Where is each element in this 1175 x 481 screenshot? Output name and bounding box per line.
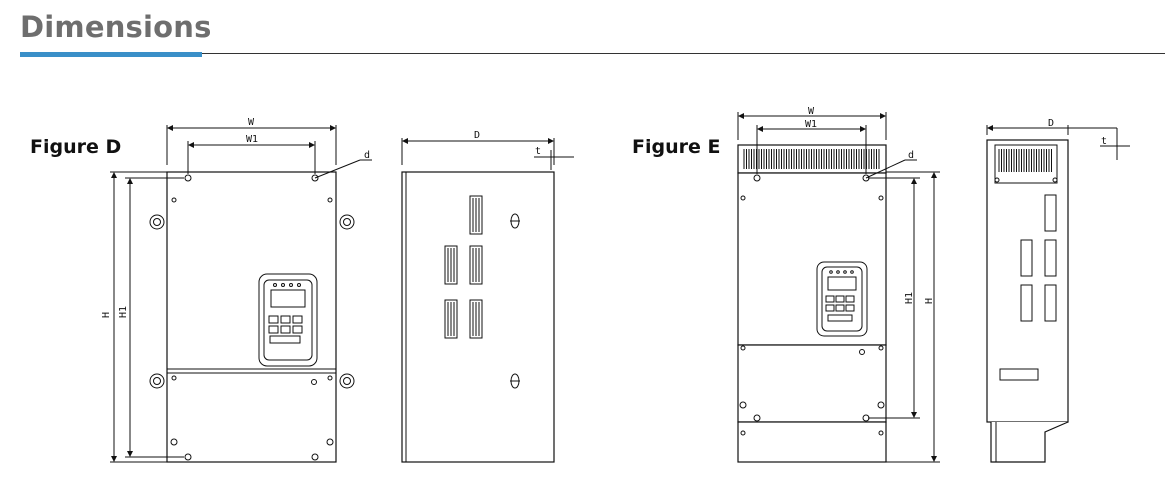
- figure-e-dim-w1: W1: [805, 119, 817, 130]
- figure-e-enclosure: [737, 172, 887, 346]
- keypad-icon: [258, 273, 318, 367]
- figure-e-label: Figure E: [632, 136, 721, 158]
- screw-icon: [739, 174, 885, 436]
- figure-e-side-view: D t: [986, 118, 1130, 463]
- figure-d-dim-h: H: [101, 312, 112, 318]
- label-plate: [999, 368, 1039, 381]
- keypad-icon: [816, 261, 868, 337]
- figure-d-dim-w: W: [248, 117, 255, 128]
- figure-d-dim-w1: W1: [246, 134, 258, 145]
- handle-icon: [510, 213, 520, 389]
- screw-icon: [170, 174, 334, 461]
- figure-d-dim-h1: H1: [118, 306, 129, 318]
- figure-e-dim-d: d: [908, 150, 914, 161]
- figure-d-dim-d: d: [364, 150, 370, 161]
- heatsink-fins-icon: [998, 149, 1052, 172]
- vent-icon: [1020, 194, 1057, 322]
- figure-d-enclosure: [166, 171, 337, 463]
- figure-d-front-view: W W1 d H H1: [101, 117, 372, 463]
- figure-e-front-view: W W1 d H1 H: [737, 106, 940, 463]
- figure-d-dim-t: t: [535, 146, 541, 157]
- figure-d-side-view: D t: [401, 130, 574, 463]
- heatsink-fins-icon: [743, 149, 880, 169]
- lifting-eye-icon: [149, 214, 355, 389]
- figure-d-label: Figure D: [30, 136, 122, 158]
- page-title: Dimensions: [20, 10, 212, 44]
- title-rule: [20, 53, 1165, 54]
- figure-e-dim-h: H: [924, 298, 935, 304]
- figure-d-dim-depth: D: [474, 130, 480, 141]
- figure-d-side-enclosure: [401, 171, 555, 463]
- title-accent-bar: [20, 52, 202, 57]
- figure-e-dim-t: t: [1101, 136, 1107, 147]
- figure-e-dim-w: W: [808, 106, 815, 117]
- figure-e-dim-depth: D: [1048, 118, 1054, 129]
- vent-icon: [444, 195, 483, 339]
- figure-e-dim-h1: H1: [904, 292, 915, 304]
